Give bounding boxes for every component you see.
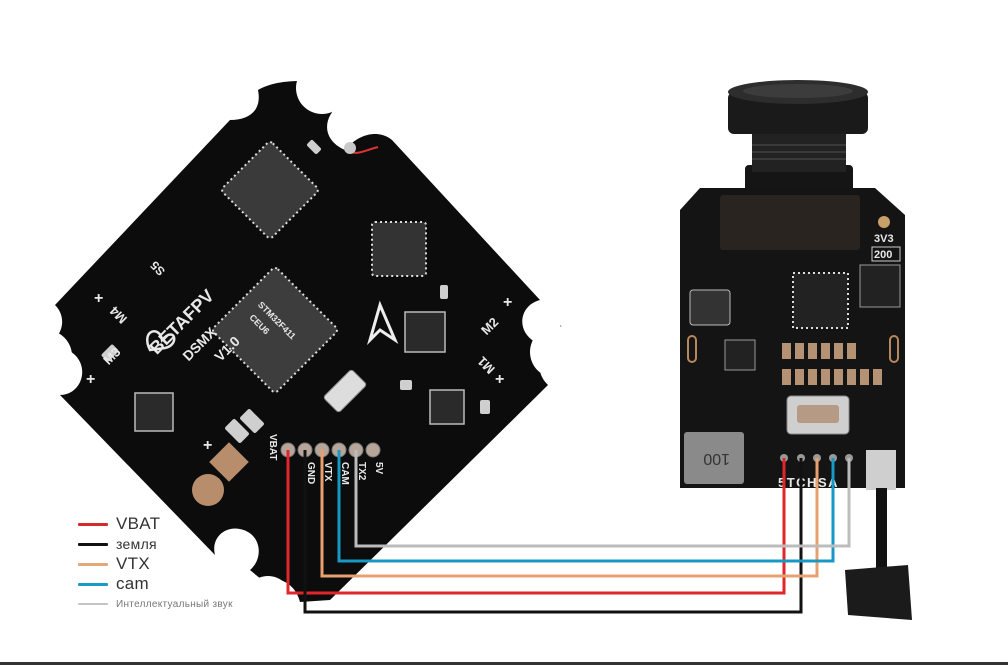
camera-vtx-module: 3V3 200 100 5TCHSA [680,80,912,620]
legend-swatch-cam [78,582,108,586]
antenna-pad [878,216,890,228]
corner-hole-right [530,326,582,378]
wire-cam [337,450,835,563]
battery-pad [209,442,249,482]
pad-vtx: VTX [322,462,333,482]
pad-vbat: VBAT [267,434,278,460]
battery-pad-round [192,474,224,506]
vtx-pad-labels: 5TCHSA [778,475,839,490]
legend-item-ground: земля [78,534,233,554]
esc-chip-left [134,392,174,432]
regulator-chip [404,311,446,353]
bottom-border [0,662,1008,665]
legend-swatch-smart-audio [78,603,108,605]
boot-button [323,369,367,413]
inductor [684,432,744,484]
legend: VBAT земля VTX cam Интеллектуальный звук [78,514,233,614]
legend-item-cam: cam [78,574,233,594]
vtx-main-chip [792,272,849,329]
corner-hole-left [20,330,72,382]
legend-label-ground: земля [116,536,157,552]
wires [286,450,851,614]
label-3v3-text: 3V3 [874,233,894,245]
legend-label-smart-audio: Интеллектуальный звук [116,598,233,610]
legend-item-vtx: VTX [78,554,233,574]
vtx-side-chip [859,264,901,308]
legend-swatch-vbat [78,522,108,526]
wire-smart-audio [354,450,851,548]
legend-label-cam: cam [116,574,150,593]
plus-battery: + [203,437,212,454]
plus-m3: + [86,371,95,388]
lens-ring [728,92,868,134]
legend-item-smart-audio: Интеллектуальный звук [78,594,233,614]
receiver-chip [371,221,427,277]
pad-5v: 5V [373,462,384,475]
mcu-chip [212,267,338,393]
inductor-label: 100 [703,450,730,467]
pad-cam: CAM [339,462,350,485]
gyro-chip [221,141,319,239]
vtx-power-chip [689,289,731,326]
legend-swatch-ground [78,542,108,546]
legend-item-vbat: VBAT [78,514,233,534]
arrow-logo-icon [366,300,399,346]
antenna-cable [876,488,887,568]
wire-ground [303,450,803,614]
camera-sensor-holder [720,195,860,250]
legend-label-vbat: VBAT [116,514,161,533]
legend-swatch-vtx [78,562,108,566]
esc-chip-right [429,389,465,425]
plus-m2: + [503,294,512,311]
channel-led-rows [782,343,882,385]
label-200: 200 [874,249,892,261]
plus-m1: + [495,371,504,388]
pad-tx2: TX2 [356,462,367,481]
antenna [845,565,912,620]
pad-gnd: GND [305,462,316,484]
legend-label-vtx: VTX [116,554,150,573]
corner-hole-top [296,62,348,114]
wire-vtx [320,450,819,578]
flight-controller-board: STM32F411 CEU6 BETAFPV DSMX V1.0 [20,62,582,624]
betafpv-logo-icon [146,330,176,352]
corner-hole-bottom [244,576,292,624]
wire-vbat [286,450,786,595]
plus-m4: + [94,290,103,307]
vtx-small-chip [724,339,756,371]
antenna-connector [866,450,896,490]
